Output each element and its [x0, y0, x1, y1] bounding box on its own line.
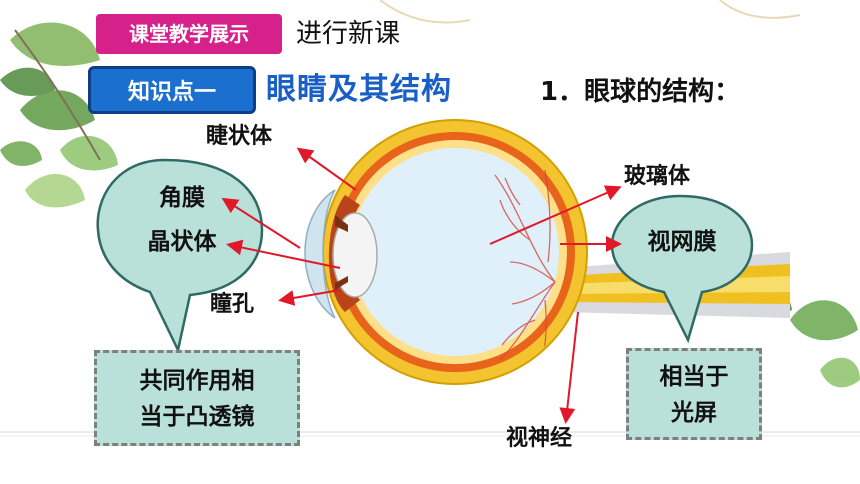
right-note-box: 相当于 光屏: [626, 348, 762, 440]
arrow-cornea: [221, 197, 301, 249]
label-ciliary-body: 睫状体: [206, 124, 273, 149]
left-note-line2: 当于凸透镜: [139, 404, 255, 430]
right-note-line1: 相当于: [659, 364, 729, 390]
label-vitreous-body: 玻璃体: [624, 164, 691, 189]
left-note-line1: 共同作用相: [139, 368, 255, 394]
label-optic-nerve: 视神经: [506, 426, 573, 451]
bubble-label-cornea: 角膜: [159, 185, 205, 211]
bubble-label-retina: 视网膜: [647, 229, 717, 255]
header-subtitle: 进行新课: [296, 19, 401, 49]
bubble-label-lens: 晶状体: [147, 229, 217, 255]
header-badge: 课堂教学展示: [96, 14, 282, 54]
arrow-ciliary-body: [296, 147, 357, 191]
arrow-vitreous-body: [489, 185, 622, 245]
section-badge: 知识点一: [88, 66, 256, 114]
label-pupil: 瞳孔: [210, 292, 255, 317]
cornea-shape: [304, 189, 336, 319]
section-heading: 1．眼球的结构：: [540, 77, 741, 107]
vitreous-humor: [351, 148, 559, 356]
arrow-pupil: [278, 289, 341, 306]
arrow-lens: [226, 239, 341, 269]
right-note-line2: 光屏: [671, 400, 717, 426]
left-note-box: 共同作用相 当于凸透镜: [94, 350, 300, 446]
lens-shape: [332, 212, 378, 298]
section-title: 眼睛及其结构: [266, 72, 452, 107]
arrow-optic-nerve: [559, 311, 579, 424]
